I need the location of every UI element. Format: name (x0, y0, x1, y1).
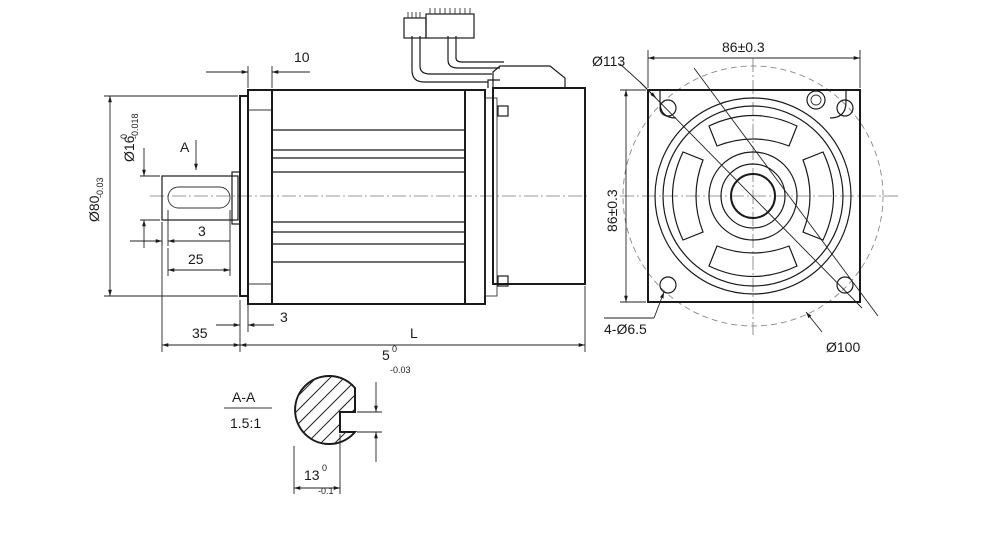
shaft-height-label: 13 (304, 467, 320, 483)
keyway-width-lower-tol: -0.03 (390, 365, 411, 375)
square-width-label: 86±0.3 (722, 39, 765, 55)
cable-connector (411, 36, 566, 88)
dim-label-10: 10 (294, 49, 310, 65)
front-flange (239, 89, 273, 305)
spigot-outer (654, 97, 852, 295)
keyway-slot (167, 186, 231, 209)
shaft-section (294, 375, 358, 445)
bolt-circle-label: Ø113 (592, 53, 625, 69)
section-mark-label: A (180, 139, 190, 155)
mount-hole-bl (659, 276, 677, 294)
dim-key-offset: 3 (130, 210, 230, 246)
dim-pilot-depth: 3 (216, 304, 288, 332)
dim-keyway-width: 5 0 -0.03 (357, 344, 411, 462)
shaft-length-label: 35 (192, 325, 208, 341)
motor-body (271, 89, 466, 305)
window-top (708, 114, 798, 147)
front-view: Ø113 Ø100 86±0.3 86±0.3 4-Ø6.5 (592, 39, 900, 355)
window-right (802, 151, 835, 241)
section-title: A-A (232, 389, 256, 405)
spigot-circle-label: Ø100 (826, 339, 860, 355)
mount-holes-label: 4-Ø6.5 (604, 321, 647, 337)
window-bottom (708, 245, 798, 278)
dim-shaft-diameter: Ø16 0 -0.018 (119, 113, 160, 248)
section-mark-a: A (180, 139, 198, 170)
dim-key-length: 25 (167, 210, 231, 276)
cable-plug (403, 8, 475, 39)
dim-shaft-height: 13 0 -0.1 (293, 434, 341, 496)
dim-square-height: 86±0.3 (604, 89, 646, 303)
pilot-diameter-tol: -0.03 (95, 177, 105, 198)
body-length-label: L (410, 325, 418, 341)
mount-hole-br (836, 276, 854, 294)
window-left (671, 151, 704, 241)
mount-hole-tl (659, 99, 677, 117)
section-view: A-A 1.5:1 5 0 -0.03 (224, 344, 411, 496)
shaft-diameter-lower-tol: -0.018 (130, 113, 140, 139)
shaft-end (730, 173, 776, 219)
key-length-label: 25 (188, 251, 204, 267)
boss-outer (708, 151, 798, 241)
shaft-diameter-label: Ø16 (121, 135, 137, 162)
bolt-circle (622, 65, 884, 327)
square-height-label: 86±0.3 (604, 189, 620, 232)
keyway-width-label: 5 (382, 347, 390, 363)
rear-flange (464, 89, 498, 305)
dim-flange-thickness: 10 (206, 49, 310, 88)
section-scale: 1.5:1 (230, 415, 261, 431)
dim-shaft-length: 35 (161, 222, 241, 352)
lifting-hole (806, 90, 826, 110)
keyway-width-upper-tol: 0 (392, 344, 397, 354)
pilot-depth-label: 3 (280, 309, 288, 325)
dim-body-length: L (240, 286, 586, 352)
square-flange (647, 89, 861, 303)
mount-hole-tr (836, 99, 854, 117)
shaft-diameter-upper-tol: 0 (119, 134, 129, 139)
dim-mount-holes: 4-Ø6.5 (604, 291, 665, 337)
shaft (161, 171, 241, 225)
boss-inner (720, 163, 786, 229)
encoder-housing (492, 87, 586, 287)
key-offset-label: 3 (198, 223, 206, 239)
side-view: 10 Ø16 0 -0.018 Ø80 -0.03 (86, 8, 590, 352)
dim-square-width: 86±0.3 (647, 39, 861, 88)
pilot-diameter-label: Ø80 (86, 195, 102, 222)
shaft-height-upper-tol: 0 (322, 463, 327, 473)
dim-pilot-diameter: Ø80 -0.03 (86, 95, 238, 297)
shaft-height-lower-tol: -0.1 (318, 486, 334, 496)
